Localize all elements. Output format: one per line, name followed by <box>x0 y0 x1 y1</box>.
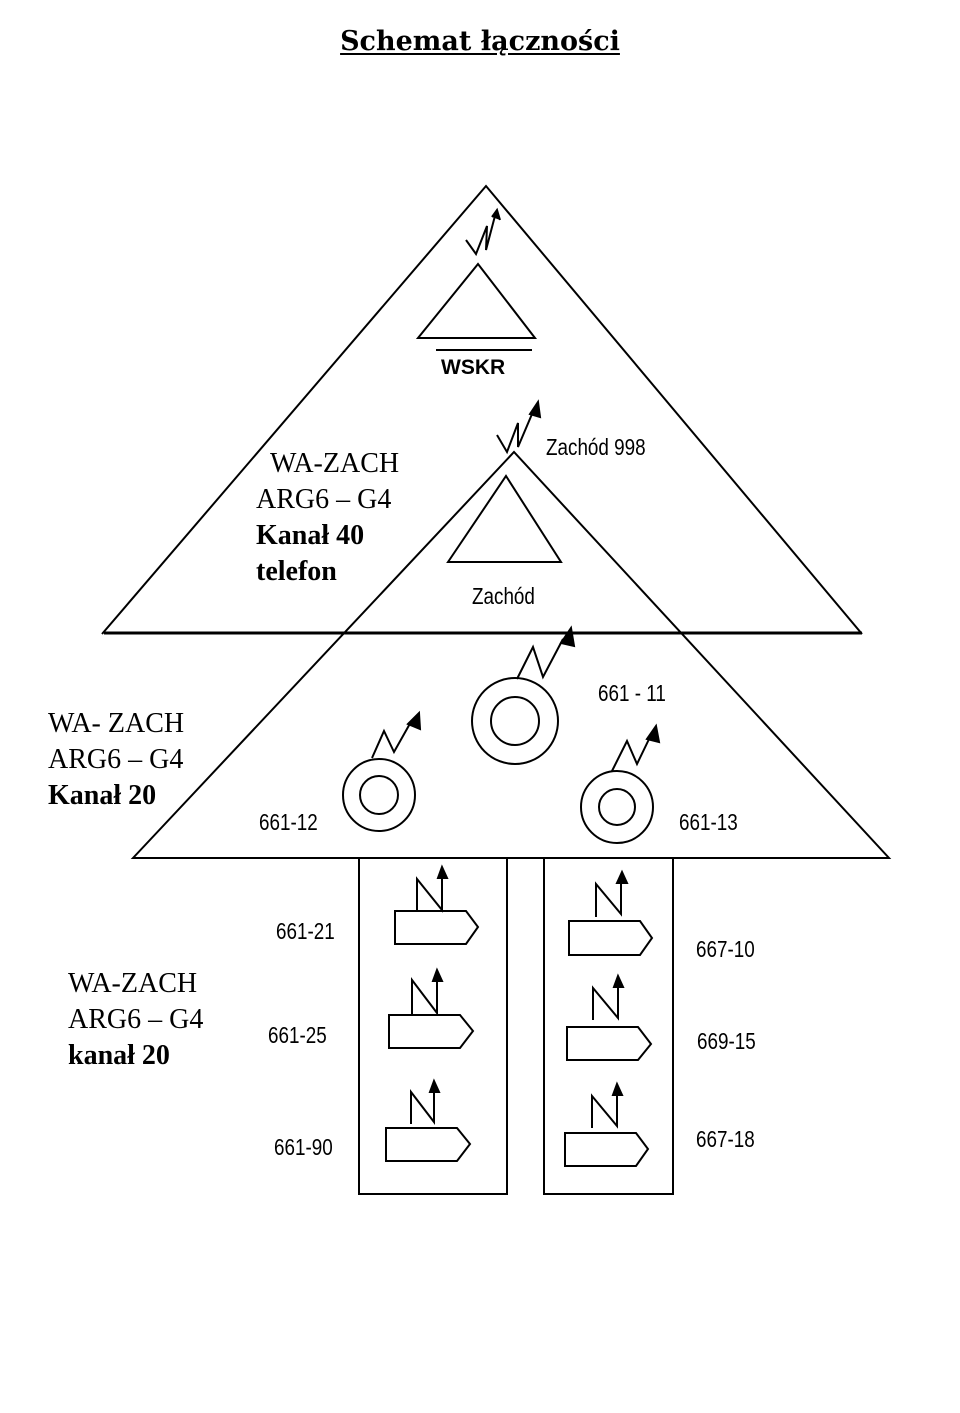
info-line: telefon <box>256 556 337 587</box>
station-661-12-outer <box>342 758 416 832</box>
station-label-661-12: 661-12 <box>259 809 318 835</box>
unit-label-661-25: 661-25 <box>268 1022 327 1048</box>
zachod-label: Zachód <box>472 583 535 609</box>
wskr-label: WSKR <box>441 356 506 379</box>
middle-triangle <box>130 450 892 859</box>
info-line: ARG6 – G4 <box>256 484 392 515</box>
wskr-antenna-icon <box>465 211 497 257</box>
unit-667-18-icon <box>564 1081 650 1167</box>
unit-label-667-10: 667-10 <box>696 936 755 962</box>
station-label-661-13: 661-13 <box>679 809 738 835</box>
bottom-group-info: WA-ZACH ARG6 – G4 kanał 20 <box>68 966 203 1074</box>
unit-661-90-icon <box>385 1078 472 1162</box>
info-line: WA- ZACH <box>48 708 185 739</box>
unit-label-661-21: 661-21 <box>276 918 335 944</box>
info-line: ARG6 – G4 <box>68 1004 204 1035</box>
unit-label-669-15: 669-15 <box>697 1028 756 1054</box>
unit-661-25-icon <box>388 967 475 1049</box>
unit-661-21-icon <box>394 864 480 945</box>
info-line: ARG6 – G4 <box>48 744 184 775</box>
info-line: WA-ZACH <box>270 448 400 479</box>
station-661-12-antenna-icon <box>371 719 413 759</box>
unit-669-15-icon <box>566 973 653 1061</box>
info-line: WA-ZACH <box>68 968 198 999</box>
zachod-antenna-icon <box>496 406 536 455</box>
station-label-661-11: 661 - 11 <box>598 680 666 706</box>
unit-667-10-icon <box>568 869 654 956</box>
station-661-13-outer <box>580 770 654 844</box>
info-line: Kanał 40 <box>256 520 365 551</box>
station-661-13-antenna-icon <box>611 734 652 772</box>
wskr-triangle <box>415 262 538 339</box>
top-group-info: WA-ZACH ARG6 – G4 Kanał 40 telefon <box>256 446 399 590</box>
unit-label-667-18: 667-18 <box>696 1126 755 1152</box>
zachod-998-label: Zachód 998 <box>546 434 646 460</box>
station-661-11-outer <box>471 677 559 765</box>
unit-label-661-90: 661-90 <box>274 1134 333 1160</box>
info-line: Kanał 20 <box>48 780 157 811</box>
top-triangle <box>101 184 863 635</box>
zachod-triangle <box>446 474 563 563</box>
station-661-11-antenna-icon <box>516 638 564 680</box>
left-column <box>358 857 508 1195</box>
page-title: Schemat łączności <box>340 26 620 57</box>
info-line: kanał 20 <box>68 1040 170 1071</box>
middle-group-info: WA- ZACH ARG6 – G4 Kanał 20 <box>48 706 184 814</box>
right-column <box>543 857 674 1195</box>
